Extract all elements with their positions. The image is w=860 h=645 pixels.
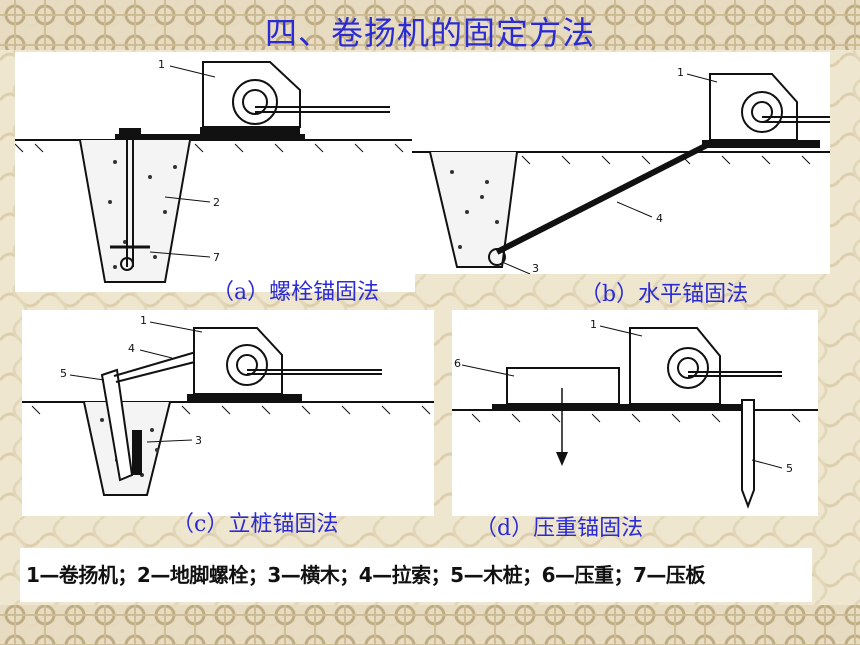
diagram-a-bolt-anchor: 1 2 7: [15, 52, 415, 292]
label-c-1: 1: [140, 314, 147, 327]
caption-a: （a）螺栓锚固法: [212, 280, 380, 305]
diagram-c-drawing: 1 4 5 3: [22, 314, 434, 496]
parts-legend: 1—卷扬机；2—地脚螺栓；3—横木；4—拉索；5—木桩；6—压重；7—压板: [20, 548, 812, 602]
label-a-7: 7: [213, 251, 220, 264]
label-d-5: 5: [786, 462, 793, 475]
label-c-5: 5: [60, 367, 67, 380]
label-b-3: 3: [532, 262, 539, 274]
label-d-1: 1: [590, 318, 597, 331]
label-c-3: 3: [195, 434, 202, 447]
caption-d: （d）压重锚固法: [475, 516, 644, 541]
diagram-c-stake-anchor: 1 4 5 3: [22, 310, 434, 516]
diagram-d-drawing: 6 1 5: [452, 318, 818, 509]
diagram-d-weight-anchor: 6 1 5: [452, 310, 818, 516]
label-b-1: 1: [677, 66, 684, 79]
label-d-6: 6: [454, 357, 461, 370]
label-a-1: 1: [158, 58, 165, 71]
label-b-4: 4: [656, 212, 663, 225]
label-c-4: 4: [128, 342, 135, 355]
diagram-b-horizontal-anchor: 1 4 3: [412, 52, 830, 274]
page-title: 四、卷扬机的固定方法: [264, 14, 595, 52]
caption-c: （c）立桩锚固法: [172, 512, 339, 537]
caption-b: （b）水平锚固法: [580, 282, 749, 307]
diagram-b-drawing: 1 4 3: [412, 66, 830, 274]
label-a-2: 2: [213, 196, 220, 209]
diagram-a-drawing: 1 2 7: [15, 58, 415, 283]
